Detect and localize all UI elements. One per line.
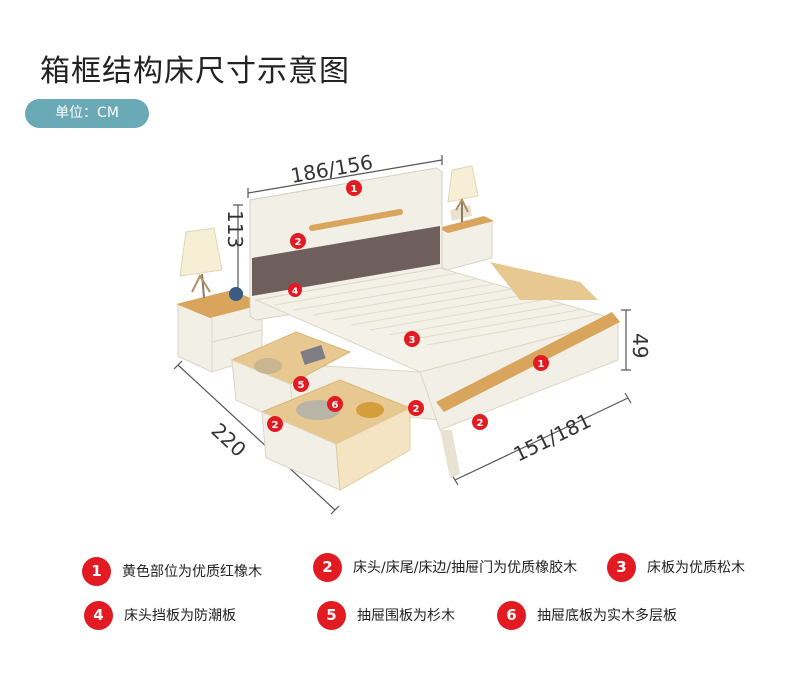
legend-item-5: 5 抽屉围板为杉木 — [317, 599, 455, 631]
marker-drawer-side: 2 — [408, 400, 424, 416]
svg-text:2: 2 — [295, 237, 302, 248]
legend-number: 6 — [497, 600, 526, 630]
legend-item-3: 3 床板为优质松木 — [607, 551, 745, 583]
marker-drawer-front-left: 2 — [267, 416, 283, 432]
marker-headboard-top: 1 — [346, 180, 362, 196]
legend-label: 床板为优质松木 — [647, 560, 745, 576]
svg-text:1: 1 — [538, 359, 545, 370]
svg-text:1: 1 — [351, 184, 358, 195]
legend-number: 5 — [317, 600, 346, 630]
svg-text:2: 2 — [272, 420, 279, 431]
lamp-right — [447, 165, 479, 222]
marker-drawer-wall: 5 — [293, 376, 309, 392]
marker-headboard-baffle: 4 — [288, 283, 302, 297]
footboard-height-dimension: 49 — [628, 333, 652, 358]
legend-label: 床头/床尾/床边/抽屉门为优质橡胶木 — [353, 560, 578, 576]
legend-label: 抽屉围板为杉木 — [357, 608, 455, 624]
legend-number: 3 — [607, 552, 636, 582]
legend-item-6: 6 抽屉底板为实木多层板 — [497, 599, 677, 631]
legend-number: 4 — [84, 600, 113, 630]
svg-text:2: 2 — [413, 404, 420, 415]
height-dimension: 113 — [223, 210, 247, 248]
svg-text:2: 2 — [477, 418, 484, 429]
legend-label: 床头挡板为防潮板 — [124, 608, 236, 624]
svg-text:6: 6 — [332, 400, 339, 411]
marker-footboard-side: 2 — [472, 414, 488, 430]
nightstand-right — [438, 205, 494, 271]
unit-badge: 单位：CM — [25, 99, 149, 128]
lamp-left — [179, 227, 243, 301]
page-title: 箱框结构床尺寸示意图 — [40, 54, 350, 89]
length-dimension: 220 — [207, 418, 251, 462]
bed-illustration: 186/156 113 220 49 151/181 — [173, 150, 652, 515]
marker-headboard-panel: 2 — [290, 233, 306, 249]
legend-label: 黄色部位为优质红橡木 — [122, 564, 262, 580]
legend-number: 2 — [313, 552, 342, 582]
legend-item-1: 1 黄色部位为优质红橡木 — [82, 555, 262, 587]
legend-item-4: 4 床头挡板为防潮板 — [84, 599, 236, 631]
svg-text:4: 4 — [292, 287, 298, 297]
marker-drawer-bottom: 6 — [327, 396, 343, 412]
svg-text:5: 5 — [298, 380, 305, 391]
markers: 1 2 4 3 1 5 6 2 — [267, 180, 549, 432]
legend-number: 1 — [82, 556, 111, 586]
legend-label: 抽屉底板为实木多层板 — [537, 608, 677, 624]
inner-width-dimension: 151/181 — [510, 408, 595, 466]
marker-footboard-top: 1 — [533, 355, 549, 371]
legend-item-2: 2 床头/床尾/床边/抽屉门为优质橡胶木 — [313, 551, 577, 583]
marker-slats: 3 — [404, 331, 420, 347]
material-legend: 1 黄色部位为优质红橡木 2 床头/床尾/床边/抽屉门为优质橡胶木 3 床板为优… — [0, 545, 790, 655]
svg-text:3: 3 — [409, 335, 416, 346]
